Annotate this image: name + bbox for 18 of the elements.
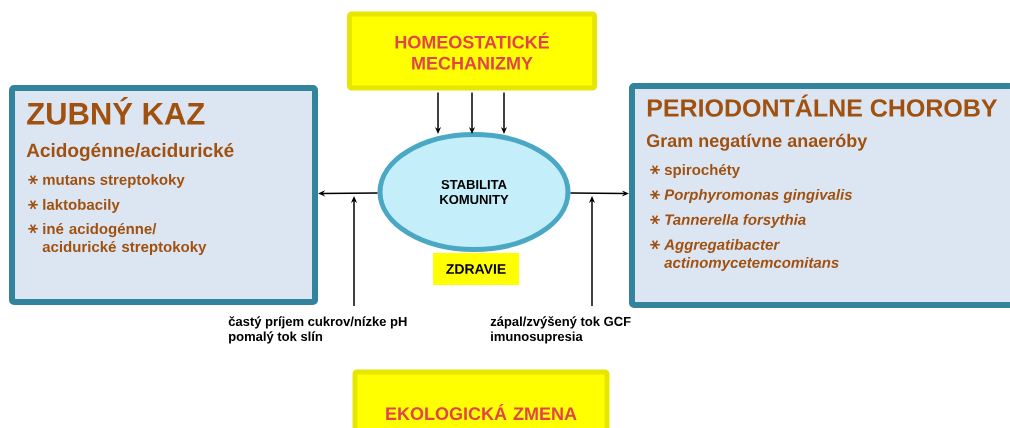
factor-text: zápal/zvýšený tok GCF imunosupresia [490,316,631,344]
list-item: iné acidogénne/ acidurické streptokoky [42,222,207,256]
heading-box: EKOLOGICKÁ ZMENA [352,369,610,428]
heading: PERIODONTÁLNE CHOROBY [647,94,998,117]
subheading: Gram negatívne anaeróby [646,133,868,151]
label-box: ZDRAVIE [433,253,519,285]
panel-box [9,85,318,305]
list-item: spirochéty [664,163,740,179]
factor-text: častý príjem cukrov/nízke pH pomalý tok slín [228,316,407,344]
list-item: Aggregatibacter actinomycetemcomitans [663,238,839,271]
subheading: Acidogénne/acidurické [26,142,234,161]
heading-box: HOMEOSTATICKÉ MECHANIZMY [347,11,597,91]
panel-box [629,83,1010,308]
list-item: mutans streptokoky [43,173,185,188]
list-item: laktobacily [43,198,120,213]
list-item: Tannerella forsythia [665,213,806,228]
list-item: Porphyromonas gingivalis [664,188,853,203]
heading: ZUBNÝ KAZ [27,96,205,125]
